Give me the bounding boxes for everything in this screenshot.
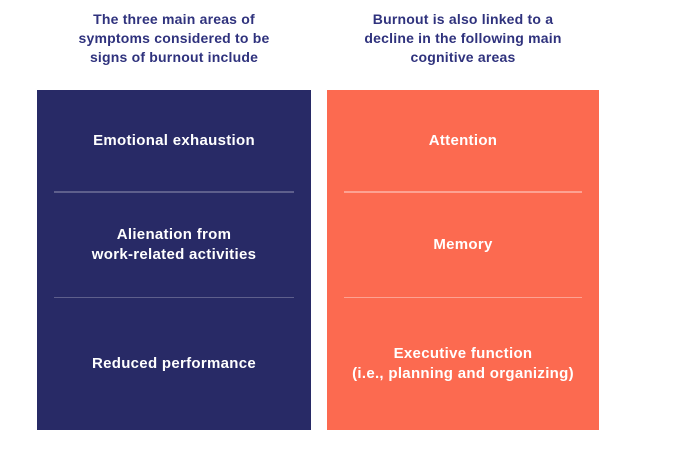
list-item-alienation: Alienation from work-related activities xyxy=(91,225,257,263)
symptoms-column: The three main areas of symptoms conside… xyxy=(37,0,311,455)
divider xyxy=(344,296,582,298)
divider xyxy=(54,191,294,193)
list-item-emotional-exhaustion: Emotional exhaustion xyxy=(93,131,255,149)
divider xyxy=(344,191,582,193)
list-item-reduced-performance: Reduced performance xyxy=(91,355,257,372)
cognitive-areas-header: Burnout is also linked to a decline in t… xyxy=(364,11,562,65)
cognitive-areas-column: Burnout is also linked to a decline in t… xyxy=(327,0,599,455)
list-item-attention: Attention xyxy=(428,131,498,149)
divider xyxy=(54,296,294,298)
list-item-executive-function: Executive function (i.e., planning and o… xyxy=(352,345,574,382)
symptoms-panel: Emotional exhaustion Alienation from wor… xyxy=(37,90,311,430)
symptoms-header: The three main areas of symptoms conside… xyxy=(78,11,270,65)
list-item-memory: Memory xyxy=(433,235,493,253)
cognitive-areas-panel: Attention Memory Executive function (i.e… xyxy=(327,90,599,430)
